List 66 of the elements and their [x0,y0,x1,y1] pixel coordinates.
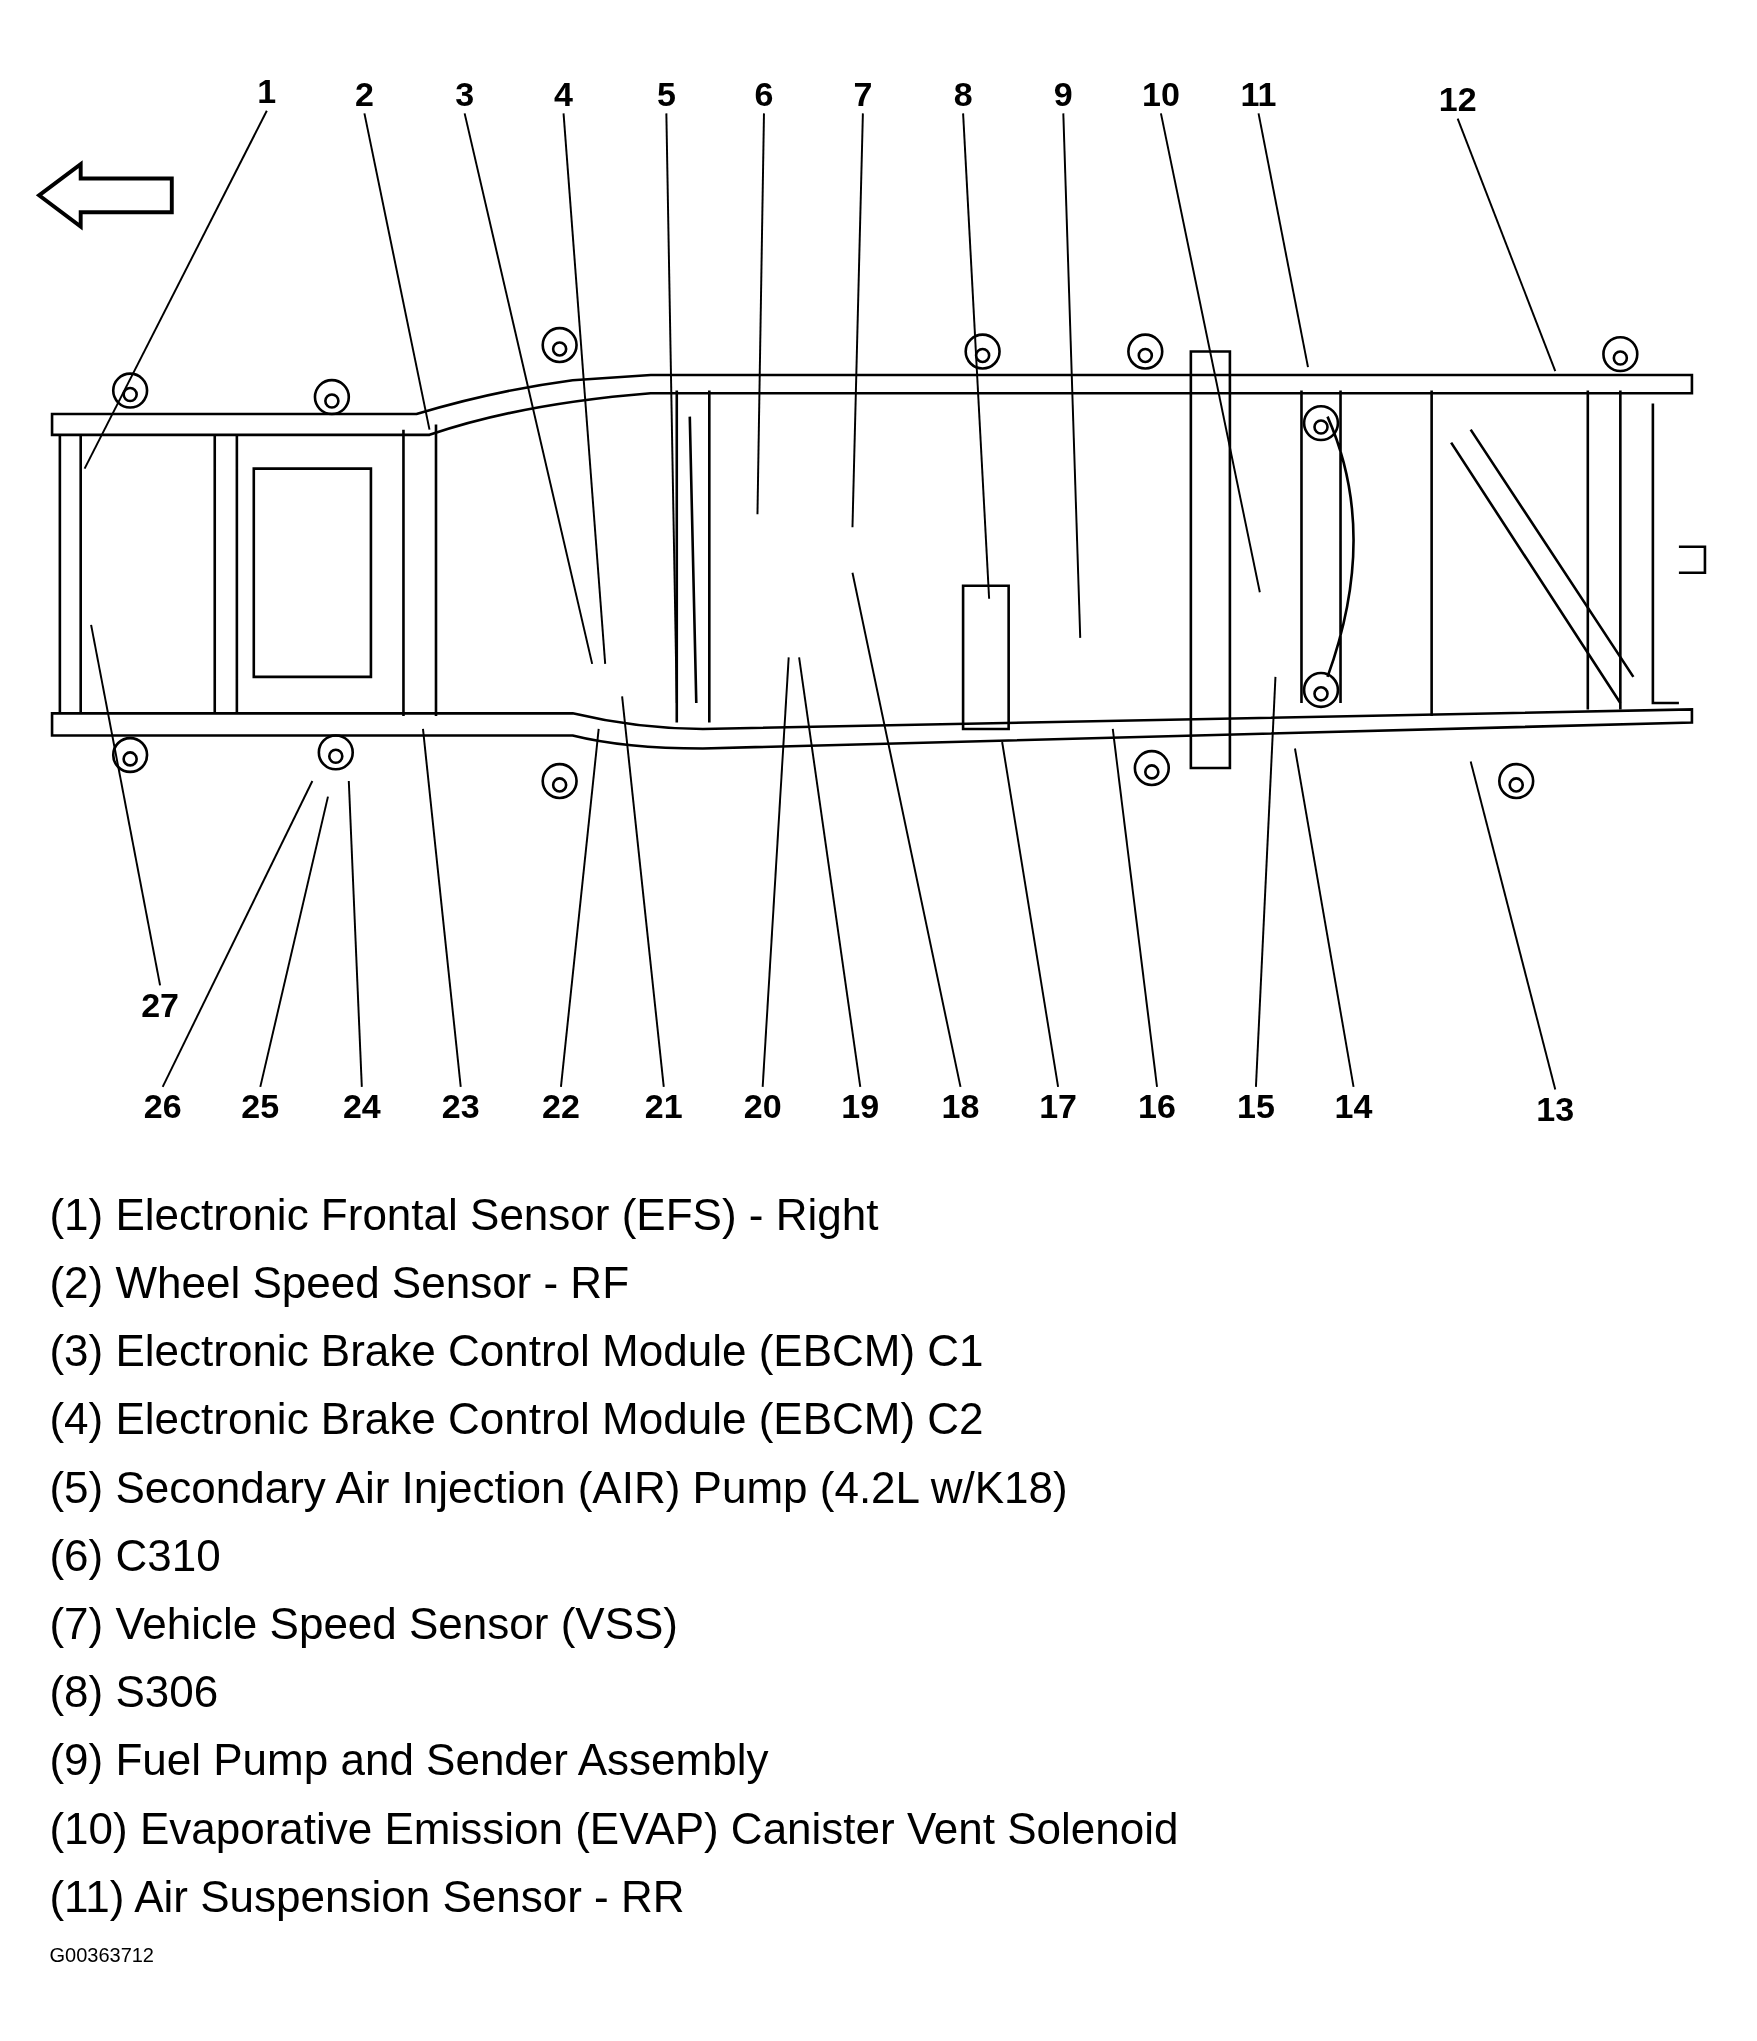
leader-line [761,656,790,1088]
leader-line [1001,741,1060,1088]
callout-number: 8 [953,76,973,111]
figure-number: G00363712 [49,1944,154,1968]
leader-line [665,112,678,704]
leader-line [161,780,314,1088]
callout-number: 4 [554,76,573,111]
leader-line [1159,112,1261,594]
legend-entry: (10) Evaporative Emission (EVAP) Canister Vent Solenoid [49,1804,1179,1853]
leader-line [621,695,665,1088]
leader-line [756,112,765,516]
callout-number: 6 [754,76,774,111]
callout-number: 21 [644,1089,683,1124]
callout-number: 16 [1138,1089,1176,1124]
callout-number: 13 [1536,1091,1575,1126]
leader-line [1456,117,1557,373]
leader-line [1469,760,1557,1091]
leader-line [798,656,862,1088]
callout-number: 19 [841,1089,880,1124]
legend-entry: (3) Electronic Brake Control Module (EBCM) C1 [49,1327,984,1376]
callout-number: 11 [1240,76,1277,111]
callout-number: 1 [257,74,277,109]
leader-line [259,795,329,1088]
leader-line [363,112,431,431]
callout-number: 7 [853,76,873,111]
callout-number: 18 [941,1089,980,1124]
legend-entry: (7) Vehicle Speed Sensor (VSS) [49,1600,678,1649]
callout-number: 22 [542,1089,580,1124]
leader-line [347,780,363,1088]
leader-line [1294,747,1355,1088]
leader-line [562,112,607,665]
callout-number: 15 [1237,1089,1275,1124]
legend-entry: (4) Electronic Brake Control Module (EBCM) C2 [49,1395,984,1444]
leader-line [1111,728,1158,1088]
callout-number: 24 [342,1089,381,1124]
leader-line [962,112,991,600]
callout-number: 2 [354,76,374,111]
callout-number: 5 [656,76,676,111]
callout-number: 25 [241,1089,280,1124]
leader-line [851,112,864,529]
leader-line [90,623,162,987]
legend-entry: (9) Fuel Pump and Sender Assembly [49,1736,769,1785]
leader-line [1257,112,1309,369]
leader-line [559,728,600,1088]
callout-number: 9 [1053,76,1073,111]
leader-line [83,109,268,470]
callout-number: 23 [441,1089,480,1124]
leader-line [851,571,962,1088]
callout-number: 14 [1334,1089,1373,1124]
legend-entry: (11) Air Suspension Sensor - RR [49,1872,685,1922]
legend-entry: (5) Secondary Air Injection (AIR) Pump (4.2L w/K18) [49,1463,1068,1513]
leader-line [422,728,462,1088]
legend-entry: (8) S306 [49,1668,219,1717]
leader-line [463,112,594,665]
callout-number: 10 [1142,76,1180,111]
callout-number: 27 [141,987,179,1022]
callout-number: 26 [143,1089,182,1124]
callout-number: 20 [743,1089,782,1124]
callout-number: 17 [1039,1089,1077,1124]
callout-number: 12 [1438,81,1477,116]
callout-number: 3 [455,76,475,111]
leader-line [1062,112,1082,639]
legend-entry: (1) Electronic Frontal Sensor (EFS) - Right [49,1190,879,1240]
leader-line [1254,675,1277,1088]
legend-entry: (2) Wheel Speed Sensor - RF [49,1259,629,1308]
legend-entry: (6) C310 [49,1531,221,1581]
